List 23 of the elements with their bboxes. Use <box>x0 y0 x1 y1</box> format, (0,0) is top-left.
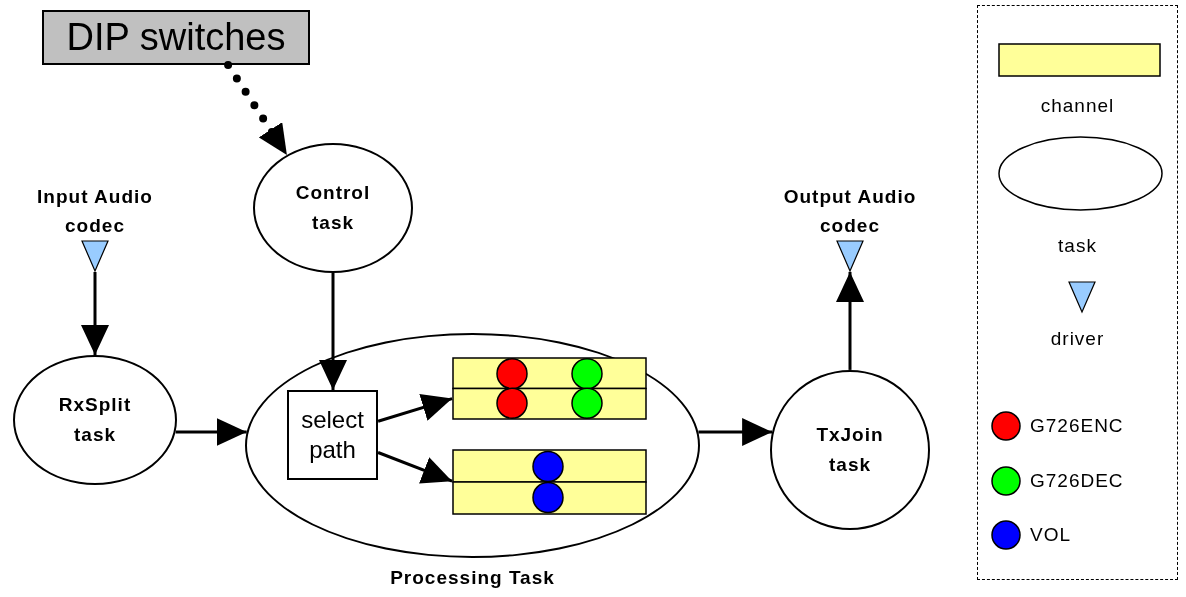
channel-bars <box>452 449 647 515</box>
switch-box: DIP switches <box>42 10 310 65</box>
arrow <box>836 271 864 370</box>
arrow <box>698 418 773 446</box>
task-label: TxJoin task <box>815 423 885 477</box>
arrow <box>377 451 453 484</box>
process-box: select path <box>287 390 378 480</box>
channel-bars <box>452 357 647 420</box>
legend-label: G726ENC <box>1030 414 1124 438</box>
legend-label: G726DEC <box>1030 469 1124 493</box>
task-label: Processing Task <box>389 566 556 590</box>
arrow <box>81 272 109 356</box>
arrow <box>319 273 347 391</box>
legend-label: channel <box>1039 94 1116 118</box>
legend-label: VOL <box>1030 523 1072 547</box>
driver-label: Output Audio codec <box>782 185 918 238</box>
legend-label: driver <box>1049 327 1106 351</box>
arrow <box>377 393 453 423</box>
task-label: RxSplit task <box>57 393 133 447</box>
legend-label: task <box>1057 234 1098 258</box>
driver-label: Input Audio codec <box>36 185 154 238</box>
task-label: Control task <box>294 181 372 235</box>
arrow <box>175 418 247 446</box>
